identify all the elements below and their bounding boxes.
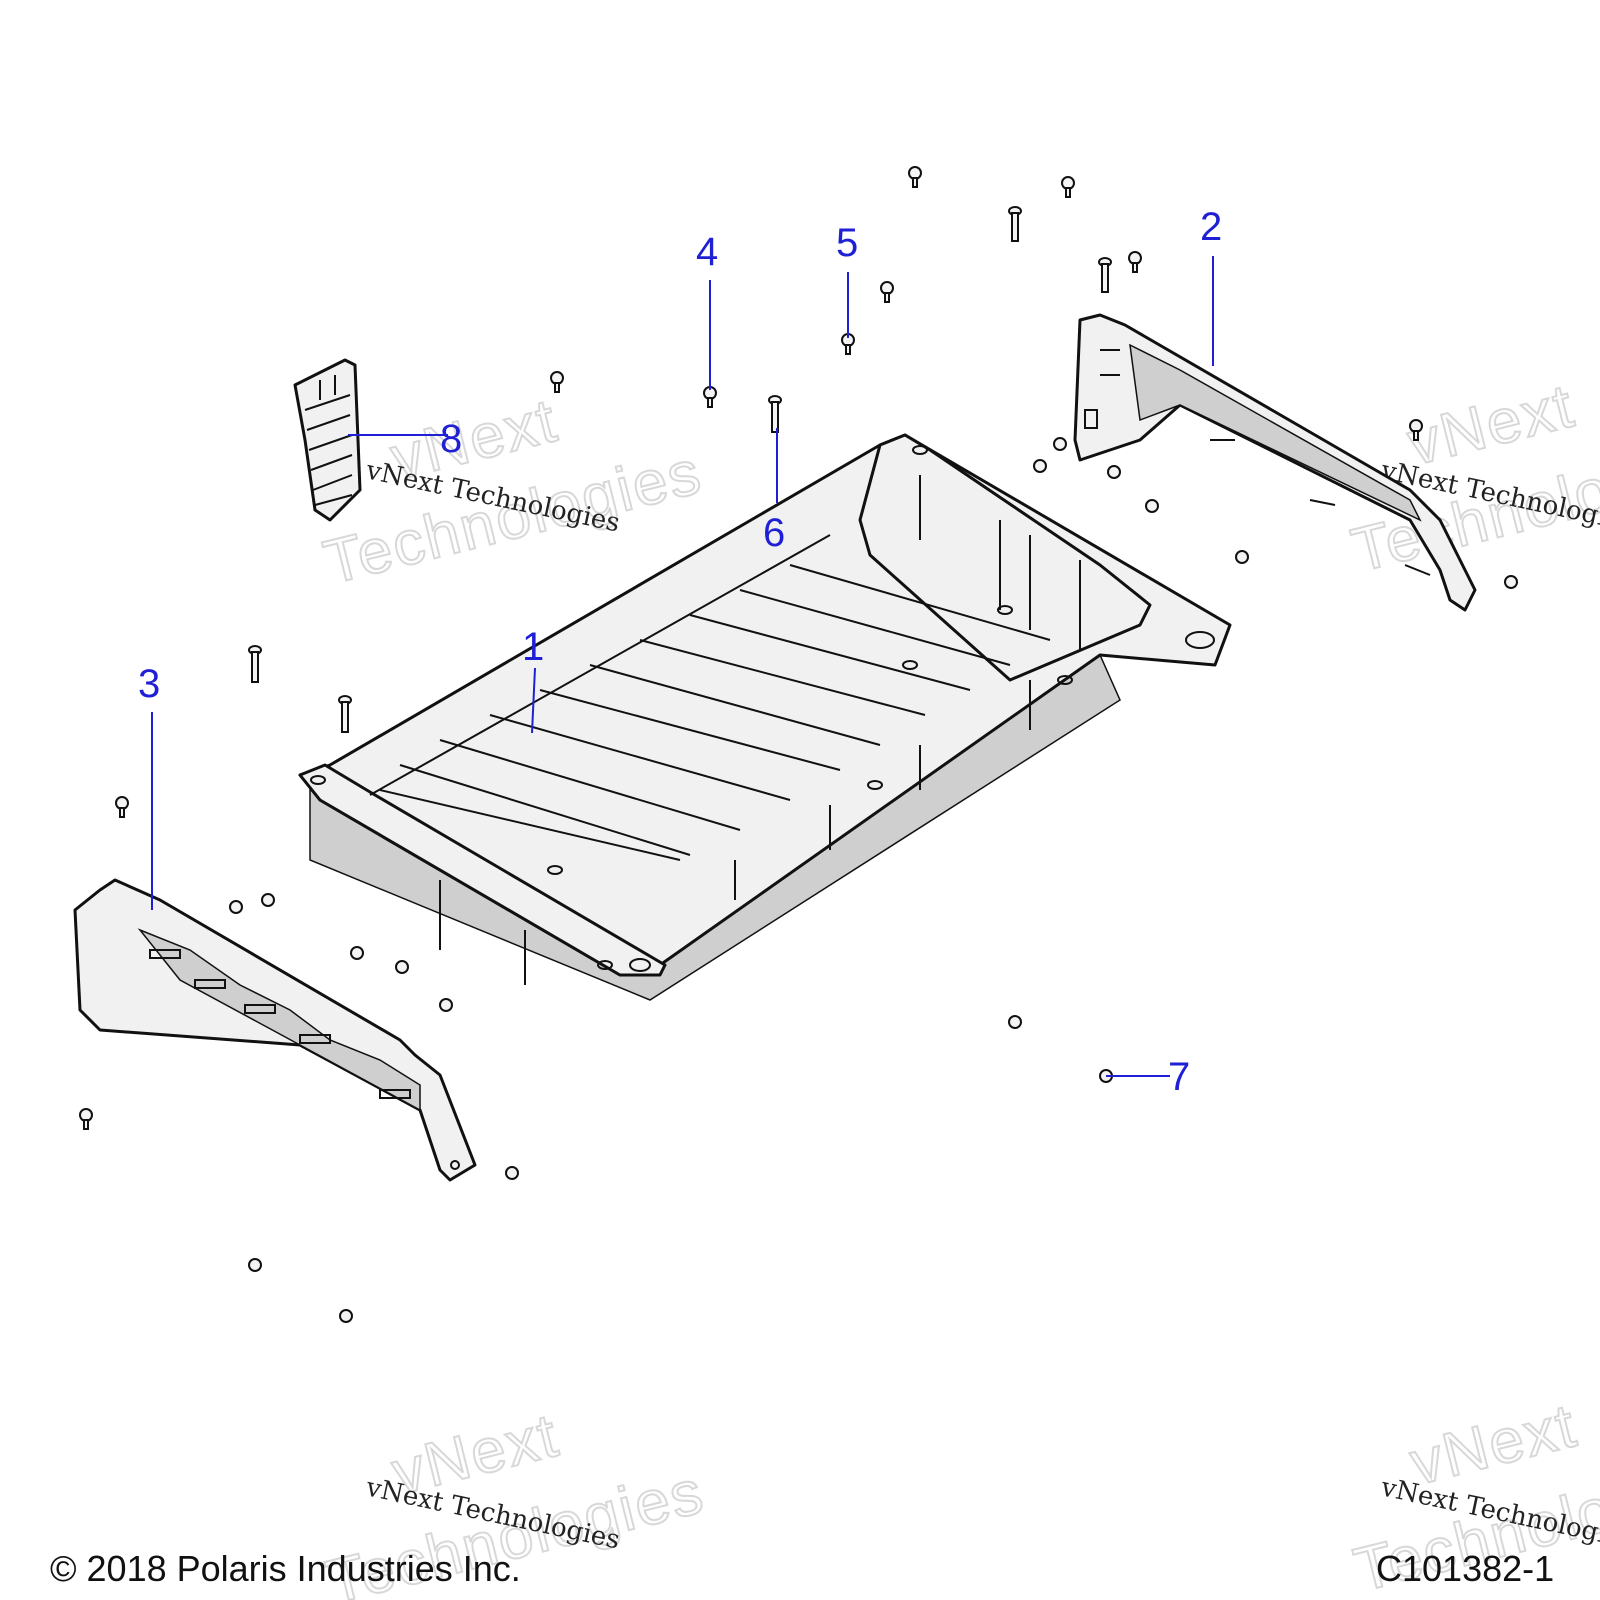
nut-icon	[248, 1258, 262, 1272]
rivet-icon	[1033, 459, 1047, 473]
rivet-icon	[1061, 176, 1075, 198]
rivet-icon	[550, 371, 564, 393]
rivet-icon	[908, 166, 922, 188]
rivet-icon	[350, 946, 364, 960]
cargo-box-part	[298, 433, 1232, 1001]
callout-4: 4	[696, 230, 718, 274]
rivet-icon	[439, 998, 453, 1012]
rivet-icon	[880, 281, 894, 303]
rivet-icon	[1053, 437, 1067, 451]
callout-1: 1	[522, 625, 544, 669]
rivet-icon	[79, 1108, 93, 1130]
copyright-text: © 2018 Polaris Industries Inc.	[50, 1548, 521, 1589]
callout-7: 7	[1168, 1055, 1190, 1099]
rivet-icon	[1145, 499, 1159, 513]
figure-id: C101382-1	[1376, 1548, 1555, 1589]
bracket-part	[293, 358, 362, 522]
fasteners	[79, 166, 1518, 1323]
leader-lines	[151, 256, 1214, 1077]
watermark-big-line1: vNext	[1401, 371, 1581, 479]
screw-icon	[1098, 257, 1112, 293]
watermark-top-right: vNext Technologies	[1344, 370, 1600, 586]
rivet-icon	[1107, 465, 1121, 479]
screw-icon	[768, 395, 782, 433]
callout-labels: 1 2 3 4 5 6 7 8	[138, 205, 1222, 1099]
screw-icon	[248, 645, 262, 683]
nut-icon	[1008, 1015, 1022, 1029]
rivet-icon	[115, 796, 129, 818]
rivet-icon	[229, 900, 243, 914]
rivet-icon	[703, 386, 717, 408]
callout-8: 8	[440, 417, 462, 461]
right-side-panel-part	[1073, 313, 1477, 612]
callout-6: 6	[763, 511, 785, 555]
callout-3: 3	[138, 662, 160, 706]
rivet-icon	[261, 893, 275, 907]
screw-icon	[1008, 206, 1022, 242]
rivet-icon	[395, 960, 409, 974]
callout-5: 5	[836, 221, 858, 265]
leader-line-1	[531, 667, 536, 734]
screw-icon	[338, 695, 352, 733]
left-side-panel-part	[73, 878, 477, 1182]
nut-icon	[505, 1166, 519, 1180]
nut-icon	[339, 1309, 353, 1323]
rivet-icon	[1235, 550, 1249, 564]
rivet-icon	[1409, 419, 1423, 441]
callout-2: 2	[1200, 205, 1222, 249]
rivet-icon	[1128, 251, 1142, 273]
rivet-icon	[1504, 575, 1518, 589]
